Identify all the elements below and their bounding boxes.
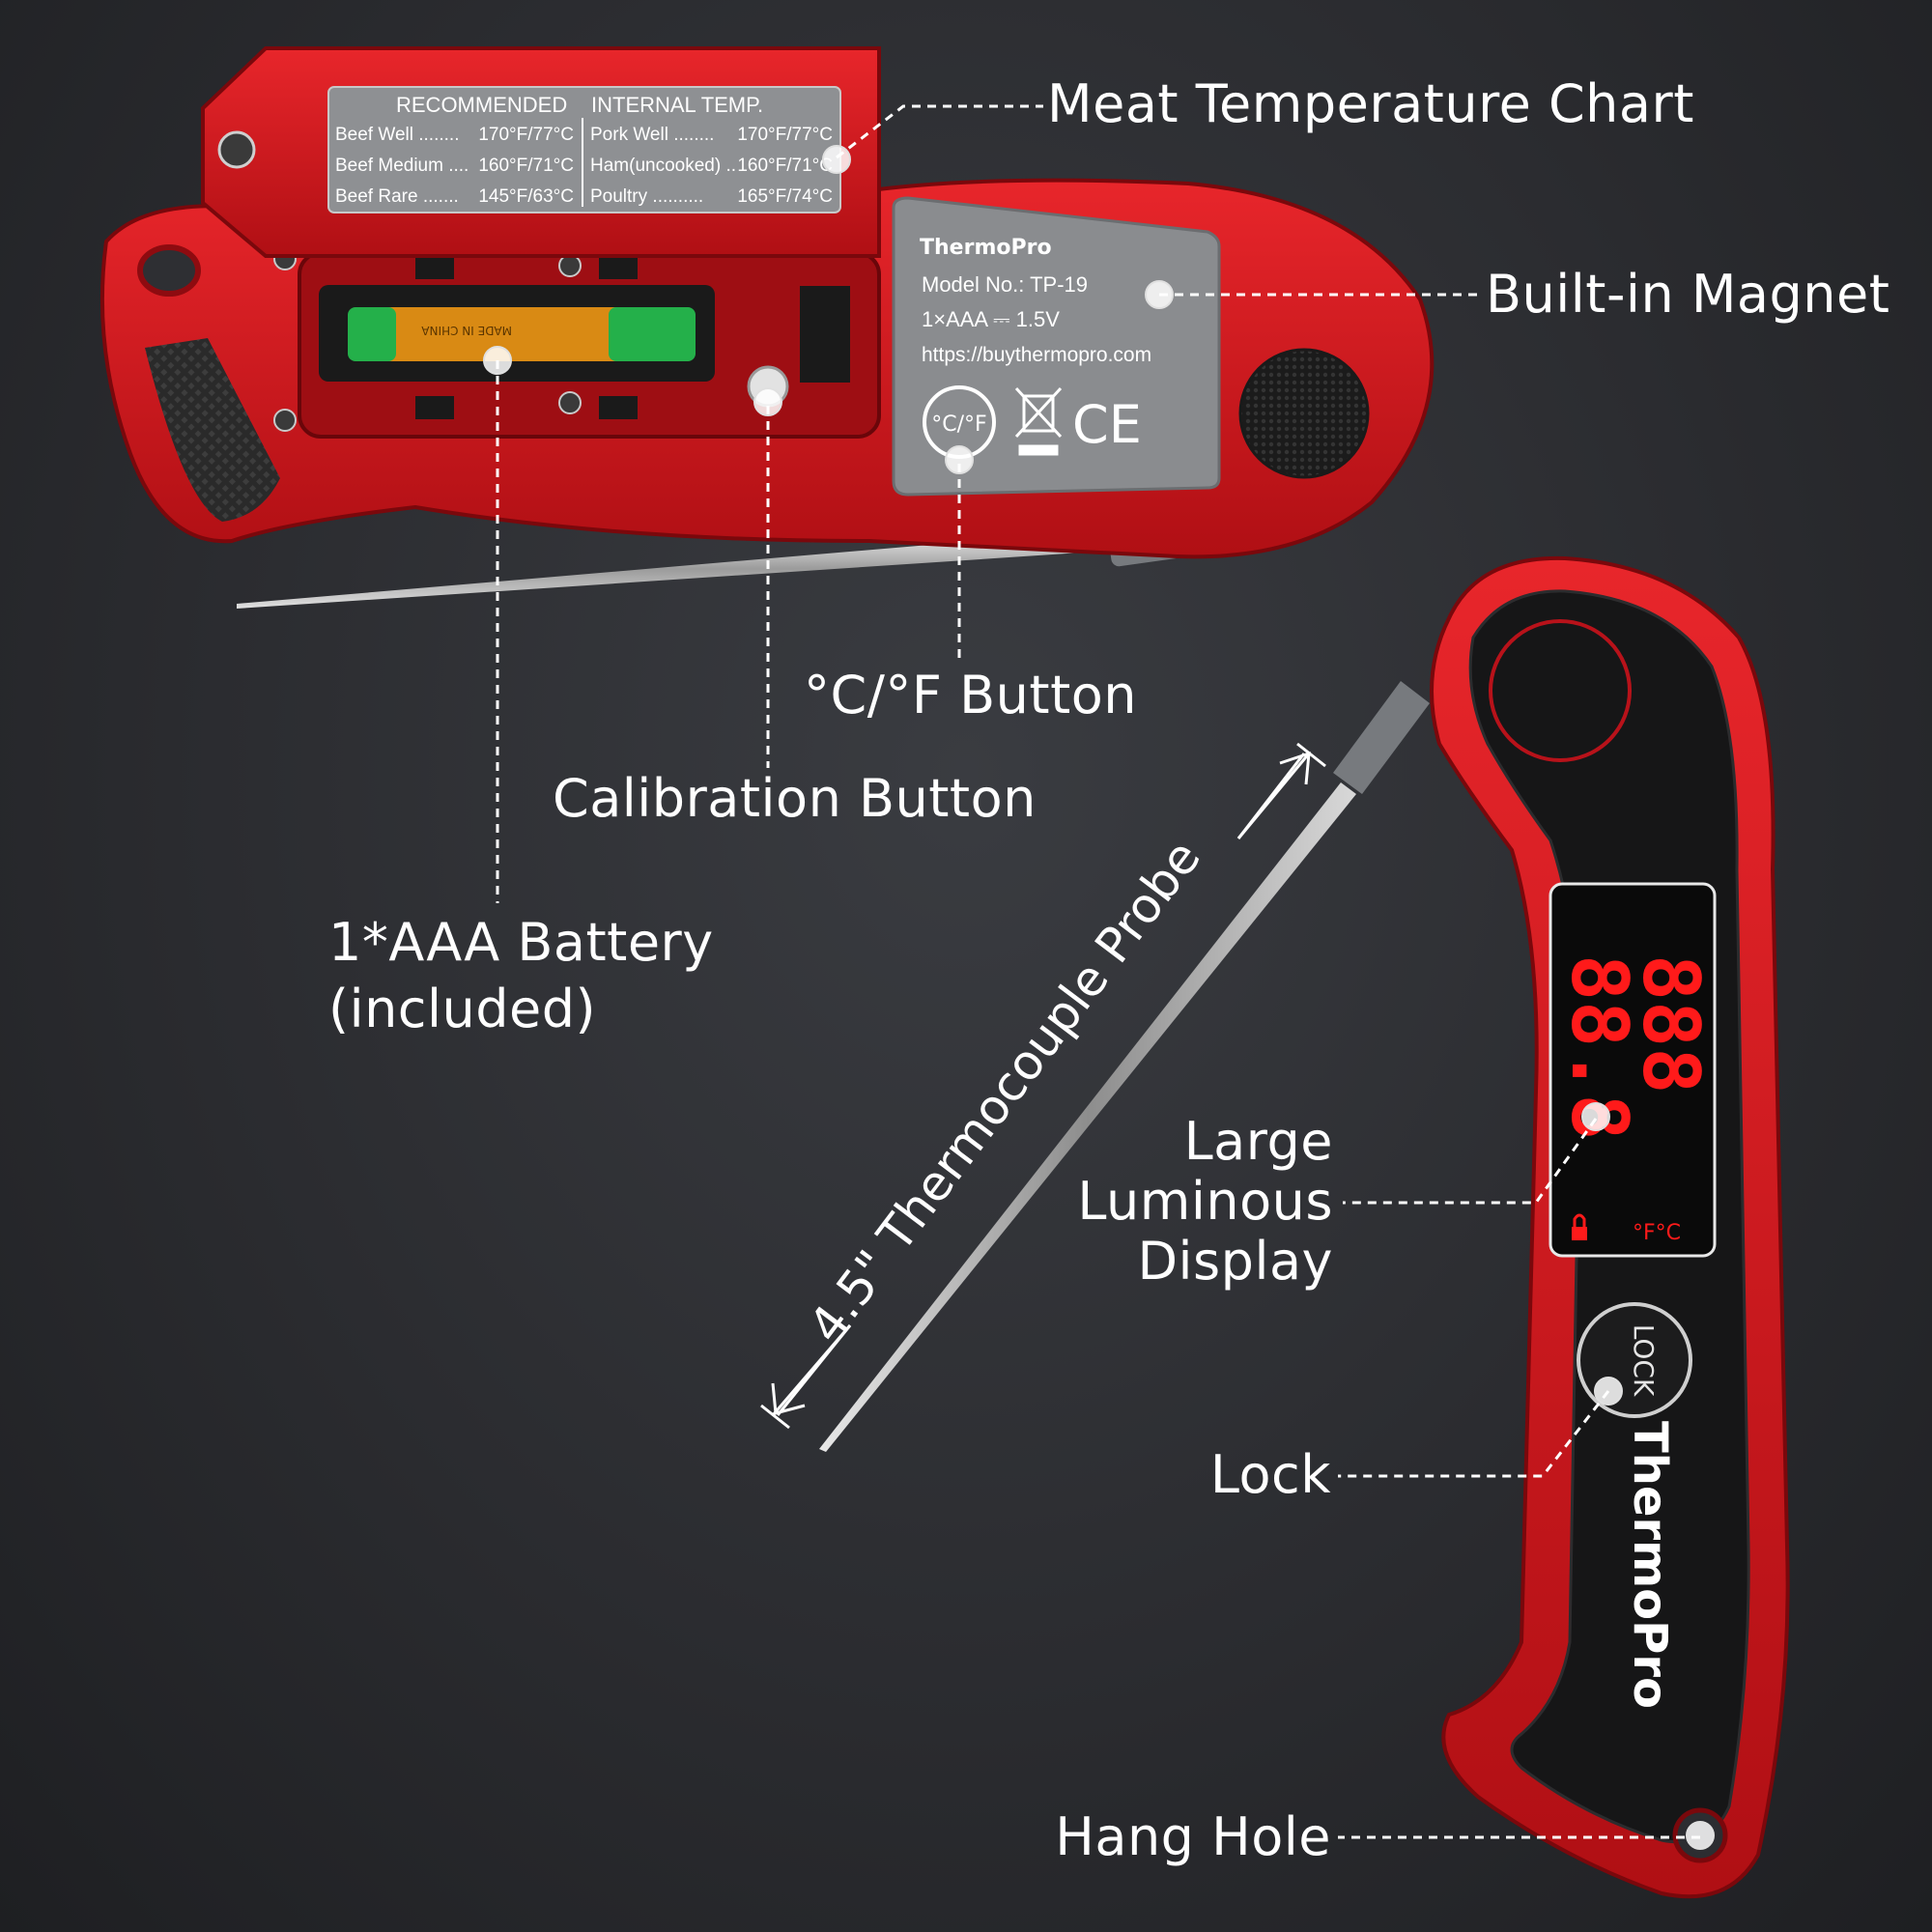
lock-button-label: LOCK: [1628, 1324, 1660, 1397]
callout-battery-line2: (included): [328, 979, 597, 1039]
chart-left-3-name: Beef Rare .......: [335, 186, 459, 207]
plate-brand: ThermoPro: [920, 236, 1052, 260]
callout-hang-hole: Hang Hole: [1055, 1806, 1331, 1867]
battery-green-end-left: [348, 307, 396, 361]
plate-power: 1×AAA ⎓ 1.5V: [922, 307, 1060, 331]
callout-display-line2: Luminous: [1077, 1171, 1333, 1232]
leader-lines: [496, 104, 1700, 1839]
chart-left-2-name: Beef Medium ....: [335, 156, 469, 176]
screw-icon: [558, 254, 582, 277]
dot-display: [1581, 1102, 1610, 1131]
chart-left-1-name: Beef Well ........: [335, 125, 459, 145]
front-magnet-ring: [1489, 619, 1632, 762]
callout-magnet: Built-in Magnet: [1486, 264, 1890, 325]
chart-right-2-temp: 160°F/71°C: [737, 156, 833, 176]
battery-print: MADE IN CHINA: [421, 324, 512, 337]
callout-lock: Lock: [1209, 1444, 1331, 1505]
front-thermometer: 888 88.8 °F°C LOCK ThermoPro: [819, 555, 1790, 1899]
callout-calibration: Calibration Button: [553, 768, 1037, 829]
display-unit: °F°C: [1633, 1221, 1681, 1245]
chart-left-3-temp: 145°F/63°C: [478, 186, 574, 207]
screw-icon: [558, 391, 582, 414]
cf-button-label: °C/°F: [931, 412, 986, 437]
leader-lock: [1338, 1390, 1610, 1478]
plate-model: Model No.: TP-19: [922, 272, 1088, 297]
callout-cf-button: °C/°F Button: [804, 665, 1138, 725]
callout-display-line3: Display: [1137, 1231, 1333, 1292]
chart-heading-left: RECOMMENDED: [396, 93, 567, 117]
top-probe-shaft: [237, 529, 1111, 609]
magnet-pad: [1238, 348, 1370, 479]
dot-meat-chart: [822, 145, 851, 174]
top-grip-knurl: [145, 338, 280, 522]
top-hang-hole: [137, 244, 201, 297]
chart-right-3-temp: 165°F/74°C: [737, 186, 833, 207]
callout-meat-chart: Meat Temperature Chart: [1047, 73, 1694, 134]
clip: [599, 256, 638, 279]
clip: [415, 396, 454, 419]
handle-brand: ThermoPro: [1623, 1421, 1677, 1709]
chart-right-2-name: Ham(uncooked) ..: [590, 156, 736, 176]
temperature-chart-lid: RECOMMENDED INTERNAL TEMP. Beef Well ...…: [201, 46, 881, 258]
dot-magnet: [1145, 280, 1174, 309]
ce-mark: CE: [1072, 394, 1142, 455]
lid-screw-icon: [217, 130, 256, 169]
dot-cf: [945, 445, 974, 474]
open-thermometer: MADE IN CHINA ThermoPro Model No.: TP-19…: [99, 178, 1435, 609]
lock-status-icon: [1572, 1213, 1587, 1240]
dot-hang-hole: [1686, 1821, 1715, 1850]
label-plate: [892, 196, 1221, 497]
chart-right-1-temp: 170°F/77°C: [737, 125, 833, 145]
chart-right-1-name: Pork Well ........: [590, 125, 714, 145]
callout-display-line1: Large: [1183, 1111, 1333, 1172]
leader-display: [1343, 1118, 1598, 1205]
chart-right-3-name: Poultry ..........: [590, 186, 703, 207]
chart-left-1-temp: 170°F/77°C: [478, 125, 574, 145]
dot-calibration: [753, 387, 782, 416]
callout-battery-line1: 1*AAA Battery: [328, 912, 714, 973]
clip: [415, 256, 454, 279]
chart-heading-right: INTERNAL TEMP.: [591, 93, 763, 117]
display-digits-top: 888: [1626, 954, 1716, 1094]
weee-bin-icon: [1014, 386, 1063, 456]
leader-dots: [483, 145, 1715, 1850]
chart-left-2-temp: 160°F/71°C: [478, 156, 574, 176]
clip: [599, 396, 638, 419]
dot-battery: [483, 346, 512, 375]
leader-meat-chart: [836, 104, 1043, 159]
screw-icon: [273, 409, 297, 432]
dot-lock: [1594, 1377, 1623, 1406]
luminous-display: [1548, 882, 1717, 1258]
front-probe-collar: [1333, 681, 1430, 794]
probe-dimension-marks: [760, 742, 1326, 1430]
cavity-slot: [800, 286, 850, 383]
battery-green-end-right: [609, 307, 696, 361]
front-probe-shaft: [819, 782, 1356, 1452]
plate-url: https://buythermopro.com: [922, 344, 1151, 366]
